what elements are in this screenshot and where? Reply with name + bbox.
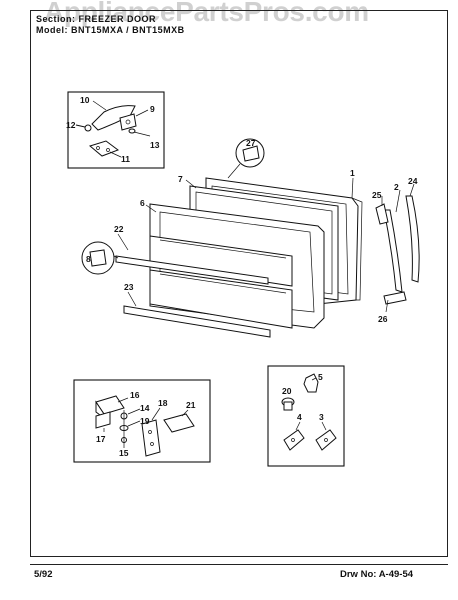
callout-22: 22 — [114, 224, 124, 234]
hinge-plate — [141, 419, 161, 457]
door-stop-right — [315, 429, 337, 451]
callout-13: 13 — [150, 140, 160, 150]
callout-10: 10 — [80, 95, 90, 105]
strap-bracket — [383, 291, 407, 305]
screw — [84, 124, 92, 132]
callout-19: 19 — [140, 416, 150, 426]
callout-24: 24 — [408, 176, 418, 186]
revision-date: 5/92 — [34, 569, 53, 580]
washer — [128, 128, 136, 134]
hinge-cover — [163, 413, 195, 433]
callout-2: 2 — [394, 182, 399, 192]
callout-15: 15 — [119, 448, 129, 458]
door-stop-left — [283, 429, 305, 451]
model-line: Model: BNT15MXA / BNT15MXB — [36, 25, 185, 35]
callout-25: 25 — [372, 190, 382, 200]
footer-divider — [30, 564, 448, 565]
callout-17: 17 — [96, 434, 106, 444]
callout-6: 6 — [140, 198, 145, 208]
callout-9: 9 — [150, 104, 155, 114]
door-handle — [91, 105, 136, 131]
door-strap-outer — [405, 195, 420, 283]
hinge-shim — [95, 411, 111, 429]
callout-27: 27 — [246, 138, 256, 148]
callout-23: 23 — [124, 282, 134, 292]
callout-7: 7 — [178, 174, 183, 184]
door-shelf — [123, 305, 271, 338]
diagram-frame — [30, 10, 448, 557]
callout-12: 12 — [66, 120, 76, 130]
callout-3: 3 — [319, 412, 324, 422]
callout-14: 14 — [140, 403, 150, 413]
shelf-retainer-bar — [115, 255, 269, 285]
callout-5: 5 — [318, 372, 323, 382]
callout-21: 21 — [186, 400, 196, 410]
callout-26: 26 — [378, 314, 388, 324]
callout-4: 4 — [297, 412, 302, 422]
section-title: Section: FREEZER DOOR — [36, 14, 157, 24]
inset-handle-parts — [67, 91, 165, 169]
callout-1: 1 — [350, 168, 355, 178]
handle-bracket — [119, 113, 137, 131]
callout-18: 18 — [158, 398, 168, 408]
callout-11: 11 — [121, 154, 130, 164]
callout-20: 20 — [282, 386, 292, 396]
strap-clip — [375, 203, 389, 225]
callout-8: 8 — [86, 254, 91, 264]
callout-16: 16 — [130, 390, 140, 400]
watermark: AppliancePartsPros.com — [44, 0, 369, 27]
drawing-number: Drw No: A-49-54 — [340, 569, 414, 580]
